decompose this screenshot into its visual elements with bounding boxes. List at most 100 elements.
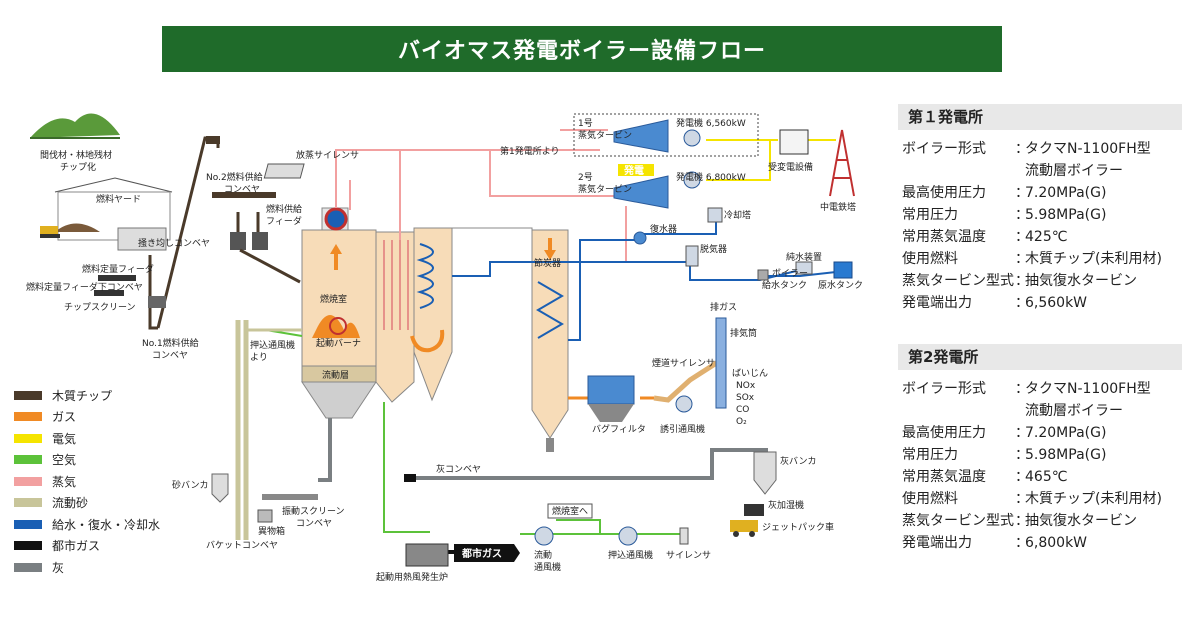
- label-fuel-feeder-1: 燃料供給: [266, 203, 302, 215]
- spec-row: 発電端出力：6,800kW: [898, 532, 1182, 554]
- label-emission-0: ばいじん: [732, 368, 768, 379]
- legend-swatch: [14, 412, 42, 421]
- label-emission-4: O₂: [736, 417, 747, 427]
- raw-water-tank-icon: [833, 261, 853, 279]
- label-no1-conveyor-2: コンベヤ: [152, 351, 188, 361]
- ash-humidifier-icon: [744, 504, 764, 516]
- legend-label: ガス: [52, 410, 77, 424]
- label-gen1: 発電機 6,560kW: [676, 117, 746, 129]
- legend-label: 木質チップ: [52, 388, 113, 403]
- spec-separator: ：: [1015, 491, 1029, 507]
- spec-row: 常用圧力：5.98MPa(G): [898, 444, 1182, 466]
- substation-icon: [779, 129, 809, 155]
- spec-label: ボイラー形式: [902, 381, 986, 397]
- hot-air-furnace-icon: [405, 543, 449, 567]
- spec-row: 流動層ボイラー: [898, 160, 1182, 182]
- label-foreign-box: 異物箱: [258, 525, 285, 537]
- label-emission-2: SOx: [736, 393, 755, 403]
- spec-row: 蒸気タービン型式：抽気復水タービン: [898, 270, 1182, 292]
- plant1-box: [573, 113, 759, 157]
- legend-swatch: [14, 498, 42, 507]
- legend-item: 空気: [14, 451, 76, 469]
- label-silencer: サイレンサ: [666, 550, 711, 561]
- spec-row: 使用燃料：木質チップ(未利用材): [898, 248, 1182, 270]
- jet-truck-icon: [730, 520, 758, 537]
- plant-title: 第１発電所: [898, 104, 1182, 130]
- excavator-icon: [40, 226, 60, 238]
- spec-label: 常用圧力: [902, 207, 958, 223]
- label-deaerator: 脱気器: [700, 243, 727, 255]
- label-flue-silencer: 煙道サイレンサ: [652, 357, 715, 369]
- spec-value: 木質チップ(未利用材): [1025, 251, 1162, 267]
- legend-swatch: [14, 541, 42, 550]
- legend-item: ガス: [14, 408, 76, 426]
- spec-separator: ：: [1015, 207, 1029, 223]
- spec-label: 蒸気タービン型式: [902, 273, 1014, 289]
- legend-item: 木質チップ: [14, 386, 112, 404]
- label-bag-filter: バグフィルタ: [592, 423, 646, 435]
- spec-row: 常用蒸気温度：465℃: [898, 466, 1182, 488]
- feeder-lower-conveyor: [94, 290, 124, 296]
- flow-diagram: 間伐材・林地残材 チップ化 燃料ヤード 掻き均しコンベヤ 燃料定量フィーダ 燃料…: [26, 113, 863, 583]
- label-combustion-chamber: 燃焼室: [320, 293, 347, 305]
- spec-label: 最高使用圧力: [902, 425, 986, 441]
- legend-swatch: [14, 476, 42, 486]
- spec-label: 発電端出力: [902, 295, 972, 311]
- legend-swatch: [14, 390, 42, 400]
- spec-label: 蒸気タービン型式: [902, 513, 1014, 529]
- label-fluid-bed: 流動層: [322, 369, 349, 381]
- spec-row: 常用圧力：5.98MPa(G): [898, 204, 1182, 226]
- label-emission-3: CO: [736, 405, 749, 415]
- economizer: [531, 229, 569, 452]
- no2-conveyor-belt: [212, 192, 276, 198]
- legend-item: 灰: [14, 558, 64, 576]
- fuel-yard-building: [54, 177, 173, 251]
- spec-value: 抽気復水タービン: [1025, 513, 1137, 529]
- label-ash-conveyor: 灰コンベヤ: [436, 463, 481, 475]
- label-sand-bunker: 砂バンカ: [172, 479, 208, 491]
- label-substation: 受変電設備: [768, 161, 813, 173]
- spec-value: 7.20MPa(G): [1025, 185, 1107, 201]
- legend-swatch: [14, 455, 42, 464]
- spec-value: 465℃: [1025, 469, 1068, 485]
- chip-screen-box: [148, 296, 166, 308]
- legend-item: 電気: [14, 429, 76, 447]
- spec-row: 流動層ボイラー: [898, 400, 1182, 422]
- legend-label: 電気: [52, 431, 77, 446]
- boiler: [301, 207, 377, 419]
- legend-label: 流動砂: [52, 496, 89, 510]
- label-economizer: 節炭器: [534, 257, 561, 269]
- label-forest-1: 間伐材・林地残材: [40, 149, 112, 161]
- legend-label: 灰: [52, 560, 65, 575]
- spec-value: タクマN-1100FH型: [1025, 381, 1151, 397]
- spec-row: 常用蒸気温度：425℃: [898, 226, 1182, 248]
- vibrating-screen-icon: [262, 494, 318, 500]
- label-idf: 誘引通風機: [660, 423, 705, 435]
- spec-label: 使用燃料: [902, 491, 958, 507]
- turbine-1: [613, 119, 701, 153]
- spec-value: 木質チップ(未利用材): [1025, 491, 1162, 507]
- sand-bunker-icon: [211, 473, 229, 503]
- label-chip-screen: チップスクリーン: [64, 302, 136, 313]
- ash-conveyor-end: [404, 474, 416, 482]
- forest-icon: [30, 113, 120, 139]
- label-cooling-tower: 冷却塔: [724, 209, 751, 221]
- spec-separator: [1015, 160, 1025, 182]
- label-vibrating-screen-2: コンベヤ: [296, 519, 332, 529]
- bag-filter: [587, 375, 635, 422]
- spec-separator: ：: [1015, 447, 1029, 463]
- label-plant1-from: 第1発電所より: [500, 145, 560, 157]
- label-push-fan: 押込通風機: [608, 549, 653, 561]
- spec-label: ボイラー形式: [902, 141, 986, 157]
- spec-separator: ：: [1015, 273, 1029, 289]
- legend-label: 空気: [52, 453, 77, 467]
- label-to-combustion: 燃焼室へ: [552, 505, 588, 517]
- cooling-tower-icon: [707, 207, 723, 223]
- label-boiler-tank-1: ボイラー: [772, 268, 808, 279]
- spec-value: 425℃: [1025, 229, 1068, 245]
- city-gas-tag: [454, 544, 520, 562]
- spec-value: 流動層ボイラー: [1025, 163, 1123, 179]
- spec-separator: ：: [1015, 251, 1029, 267]
- to-combustion-box: [547, 503, 593, 519]
- legend-item: 流動砂: [14, 494, 88, 512]
